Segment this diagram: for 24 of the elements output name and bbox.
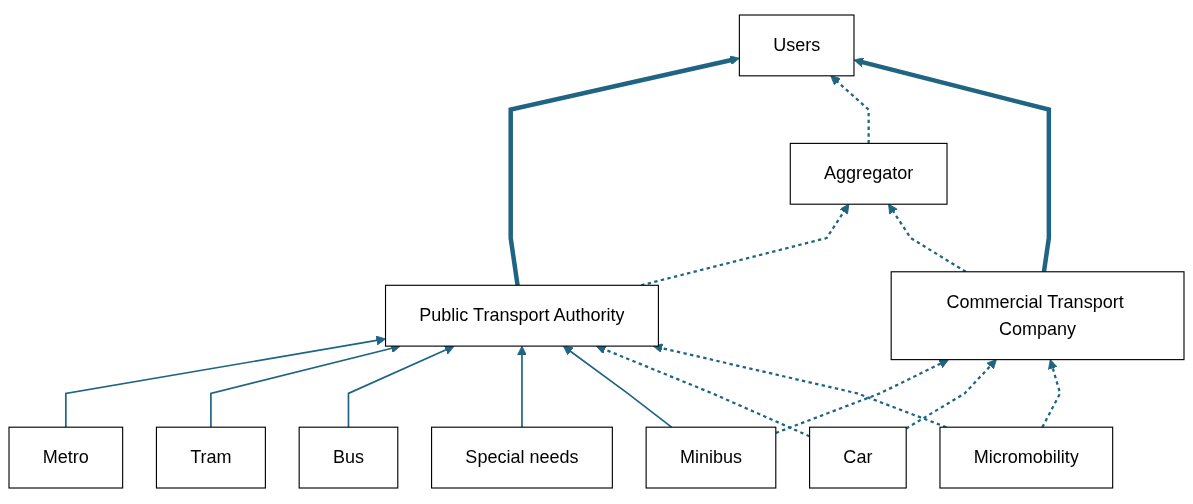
node-box: Commercial Transport Company	[890, 271, 1185, 361]
arrow	[1041, 359, 1062, 429]
arrow	[508, 55, 740, 287]
node-box: Bus	[298, 427, 399, 490]
arrow	[830, 75, 870, 144]
arrow	[652, 343, 947, 429]
arrow	[640, 204, 850, 287]
arrow	[65, 336, 386, 429]
arrow	[905, 359, 997, 430]
arrow	[562, 346, 673, 429]
node-box: Micromobility	[939, 427, 1114, 490]
arrow	[888, 204, 967, 274]
node-box: Users	[738, 14, 855, 77]
node-box: Aggregator	[789, 143, 948, 206]
arrow	[517, 346, 527, 429]
node-box: Car	[809, 427, 907, 490]
node-box: Public Transport Authority	[384, 285, 659, 348]
arrow	[775, 359, 949, 435]
node-box: Metro	[8, 427, 124, 490]
arrow	[347, 345, 455, 429]
node-box: Minibus	[645, 427, 777, 490]
arrow	[853, 57, 1052, 273]
node-box: Special needs	[431, 427, 613, 490]
node-box: Tram	[155, 427, 266, 490]
